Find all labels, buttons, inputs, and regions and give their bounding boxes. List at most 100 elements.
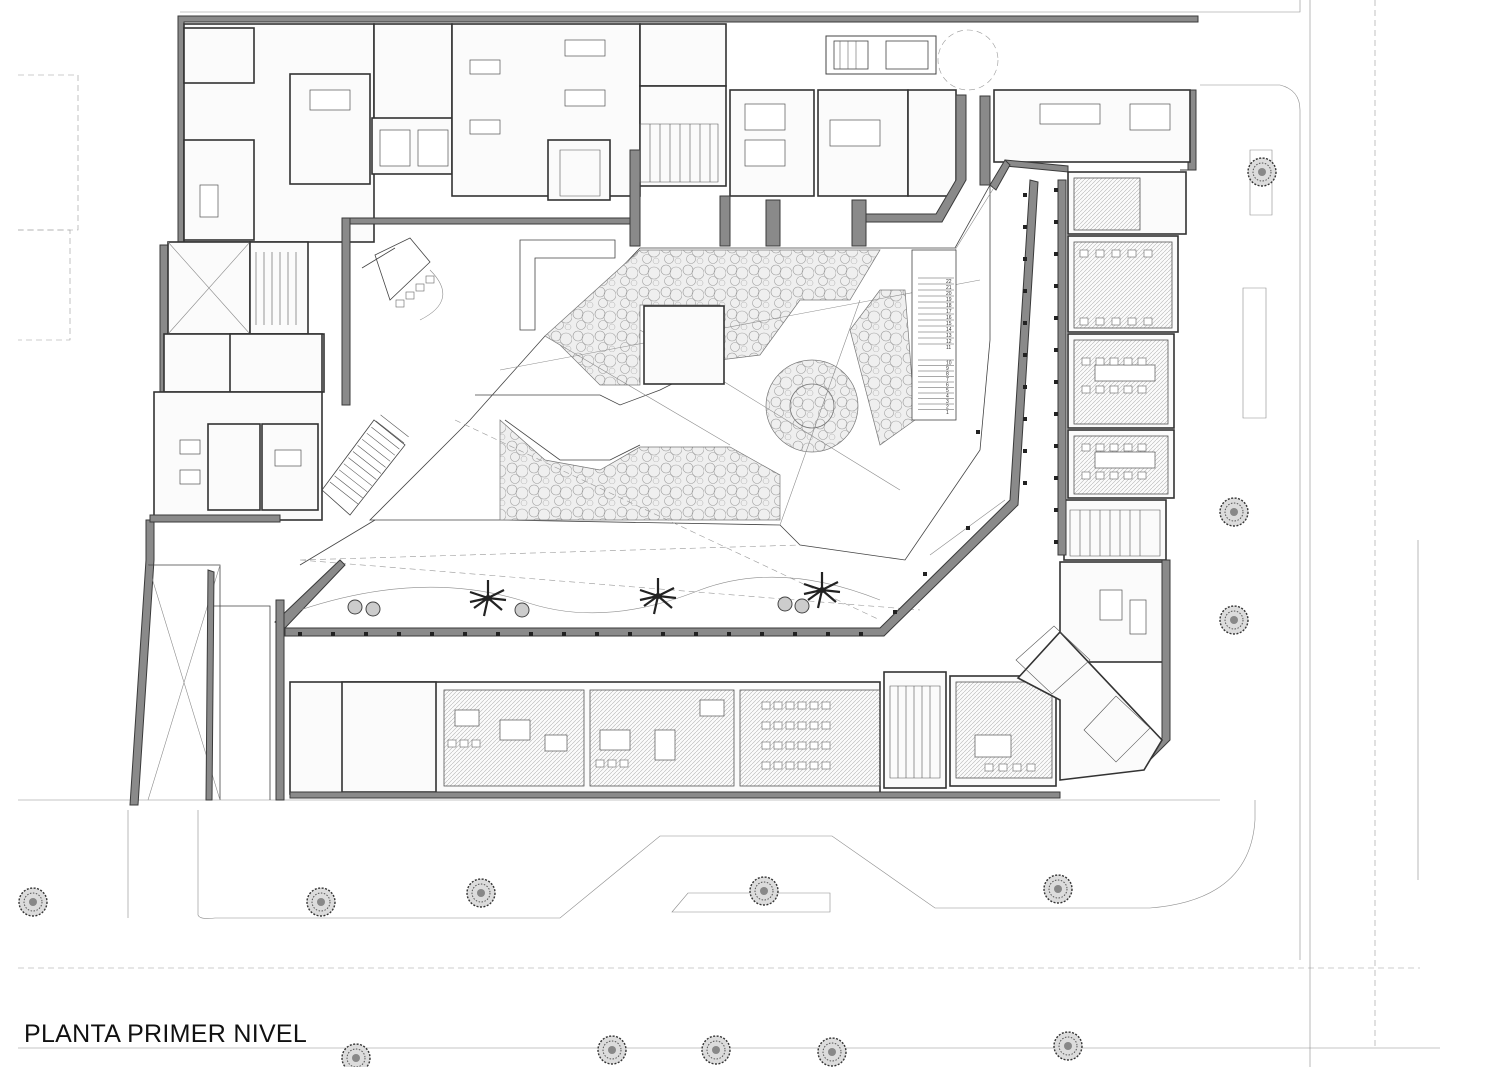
chair: [809, 741, 819, 750]
column: [1054, 348, 1058, 352]
tree-symbol-3: [1219, 605, 1249, 635]
stair-step-number: 18: [946, 303, 952, 309]
chair: [1123, 357, 1133, 366]
chair: [821, 761, 831, 770]
stair-step-number: 11: [946, 345, 951, 351]
stair-step-number: 8: [946, 372, 949, 378]
column: [1054, 316, 1058, 320]
column: [976, 430, 980, 434]
column: [331, 632, 335, 636]
tree-symbol-4: [18, 887, 48, 917]
south-wing: [205, 569, 1163, 801]
atrium-stair-east: [911, 249, 957, 421]
chair: [1137, 385, 1147, 394]
chair: [1109, 443, 1119, 452]
stair-step-number: 16: [946, 315, 952, 321]
column: [529, 632, 533, 636]
column: [793, 632, 797, 636]
chair: [761, 721, 771, 730]
chair: [395, 299, 405, 308]
chair: [471, 739, 481, 748]
palm-tree-1: [468, 578, 508, 618]
column: [1054, 252, 1058, 256]
reception: [361, 237, 616, 331]
stair-step-number: 22: [946, 279, 952, 285]
stair-step-number: 15: [946, 321, 952, 327]
stair-step-number: 20: [946, 291, 952, 297]
chair: [984, 763, 994, 772]
chair: [1081, 385, 1091, 394]
atrium: [299, 183, 991, 621]
column: [430, 632, 434, 636]
chair: [797, 721, 807, 730]
chair: [773, 701, 783, 710]
chair: [1137, 471, 1147, 480]
atrium-stair-west: [321, 414, 409, 516]
stair-step-number: 12: [946, 339, 952, 345]
chair: [619, 759, 629, 768]
chair: [1137, 443, 1147, 452]
column: [727, 632, 731, 636]
stair-step-number: 3: [946, 399, 949, 405]
chair: [1109, 357, 1119, 366]
chair: [1081, 471, 1091, 480]
stair-step-number: 1: [946, 410, 949, 416]
column: [298, 632, 302, 636]
chair: [821, 741, 831, 750]
chair: [1095, 443, 1105, 452]
chair: [761, 761, 771, 770]
column: [1054, 540, 1058, 544]
palm-tree-3: [802, 570, 842, 610]
chair: [1143, 249, 1153, 258]
seating: [395, 249, 1153, 772]
stair-step-number: 2: [946, 405, 949, 411]
chair: [1109, 471, 1119, 480]
east-wing: [1057, 169, 1190, 761]
chair: [1079, 249, 1089, 258]
chair: [785, 721, 795, 730]
chair: [1123, 385, 1133, 394]
chair: [821, 721, 831, 730]
west-wing: [147, 217, 631, 801]
chair: [1095, 357, 1105, 366]
chair: [1111, 317, 1121, 326]
chair: [761, 701, 771, 710]
column: [694, 632, 698, 636]
stair-step-number: 19: [946, 297, 952, 303]
column: [595, 632, 599, 636]
chair: [773, 741, 783, 750]
tree-symbol-9: [341, 1043, 371, 1067]
tree-symbol-2: [1219, 497, 1249, 527]
tree-symbol-10: [597, 1035, 627, 1065]
chair: [425, 275, 435, 284]
chair: [405, 291, 415, 300]
column: [463, 632, 467, 636]
column: [859, 632, 863, 636]
chair: [785, 741, 795, 750]
column: [826, 632, 830, 636]
column: [1023, 481, 1027, 485]
tree-symbol-7: [749, 876, 779, 906]
column: [1023, 321, 1027, 325]
stair-step-number: 14: [946, 327, 952, 333]
column: [1023, 257, 1027, 261]
chair: [797, 701, 807, 710]
chair: [415, 283, 425, 292]
stair-step-number: 10: [946, 361, 952, 367]
stair-step-number: 17: [946, 309, 952, 315]
parked-vehicle: [825, 35, 937, 75]
tree-symbol-6: [466, 878, 496, 908]
street-lines: [18, 0, 1440, 1067]
column: [966, 526, 970, 530]
palm-tree-2: [638, 576, 678, 616]
chair: [809, 761, 819, 770]
column: [760, 632, 764, 636]
chair: [1127, 317, 1137, 326]
drawing-title: PLANTA PRIMER NIVEL: [24, 1020, 308, 1048]
chair: [1095, 471, 1105, 480]
chair: [773, 761, 783, 770]
tree-symbol-11: [701, 1035, 731, 1065]
column: [923, 572, 927, 576]
chair: [1123, 443, 1133, 452]
column: [1054, 508, 1058, 512]
